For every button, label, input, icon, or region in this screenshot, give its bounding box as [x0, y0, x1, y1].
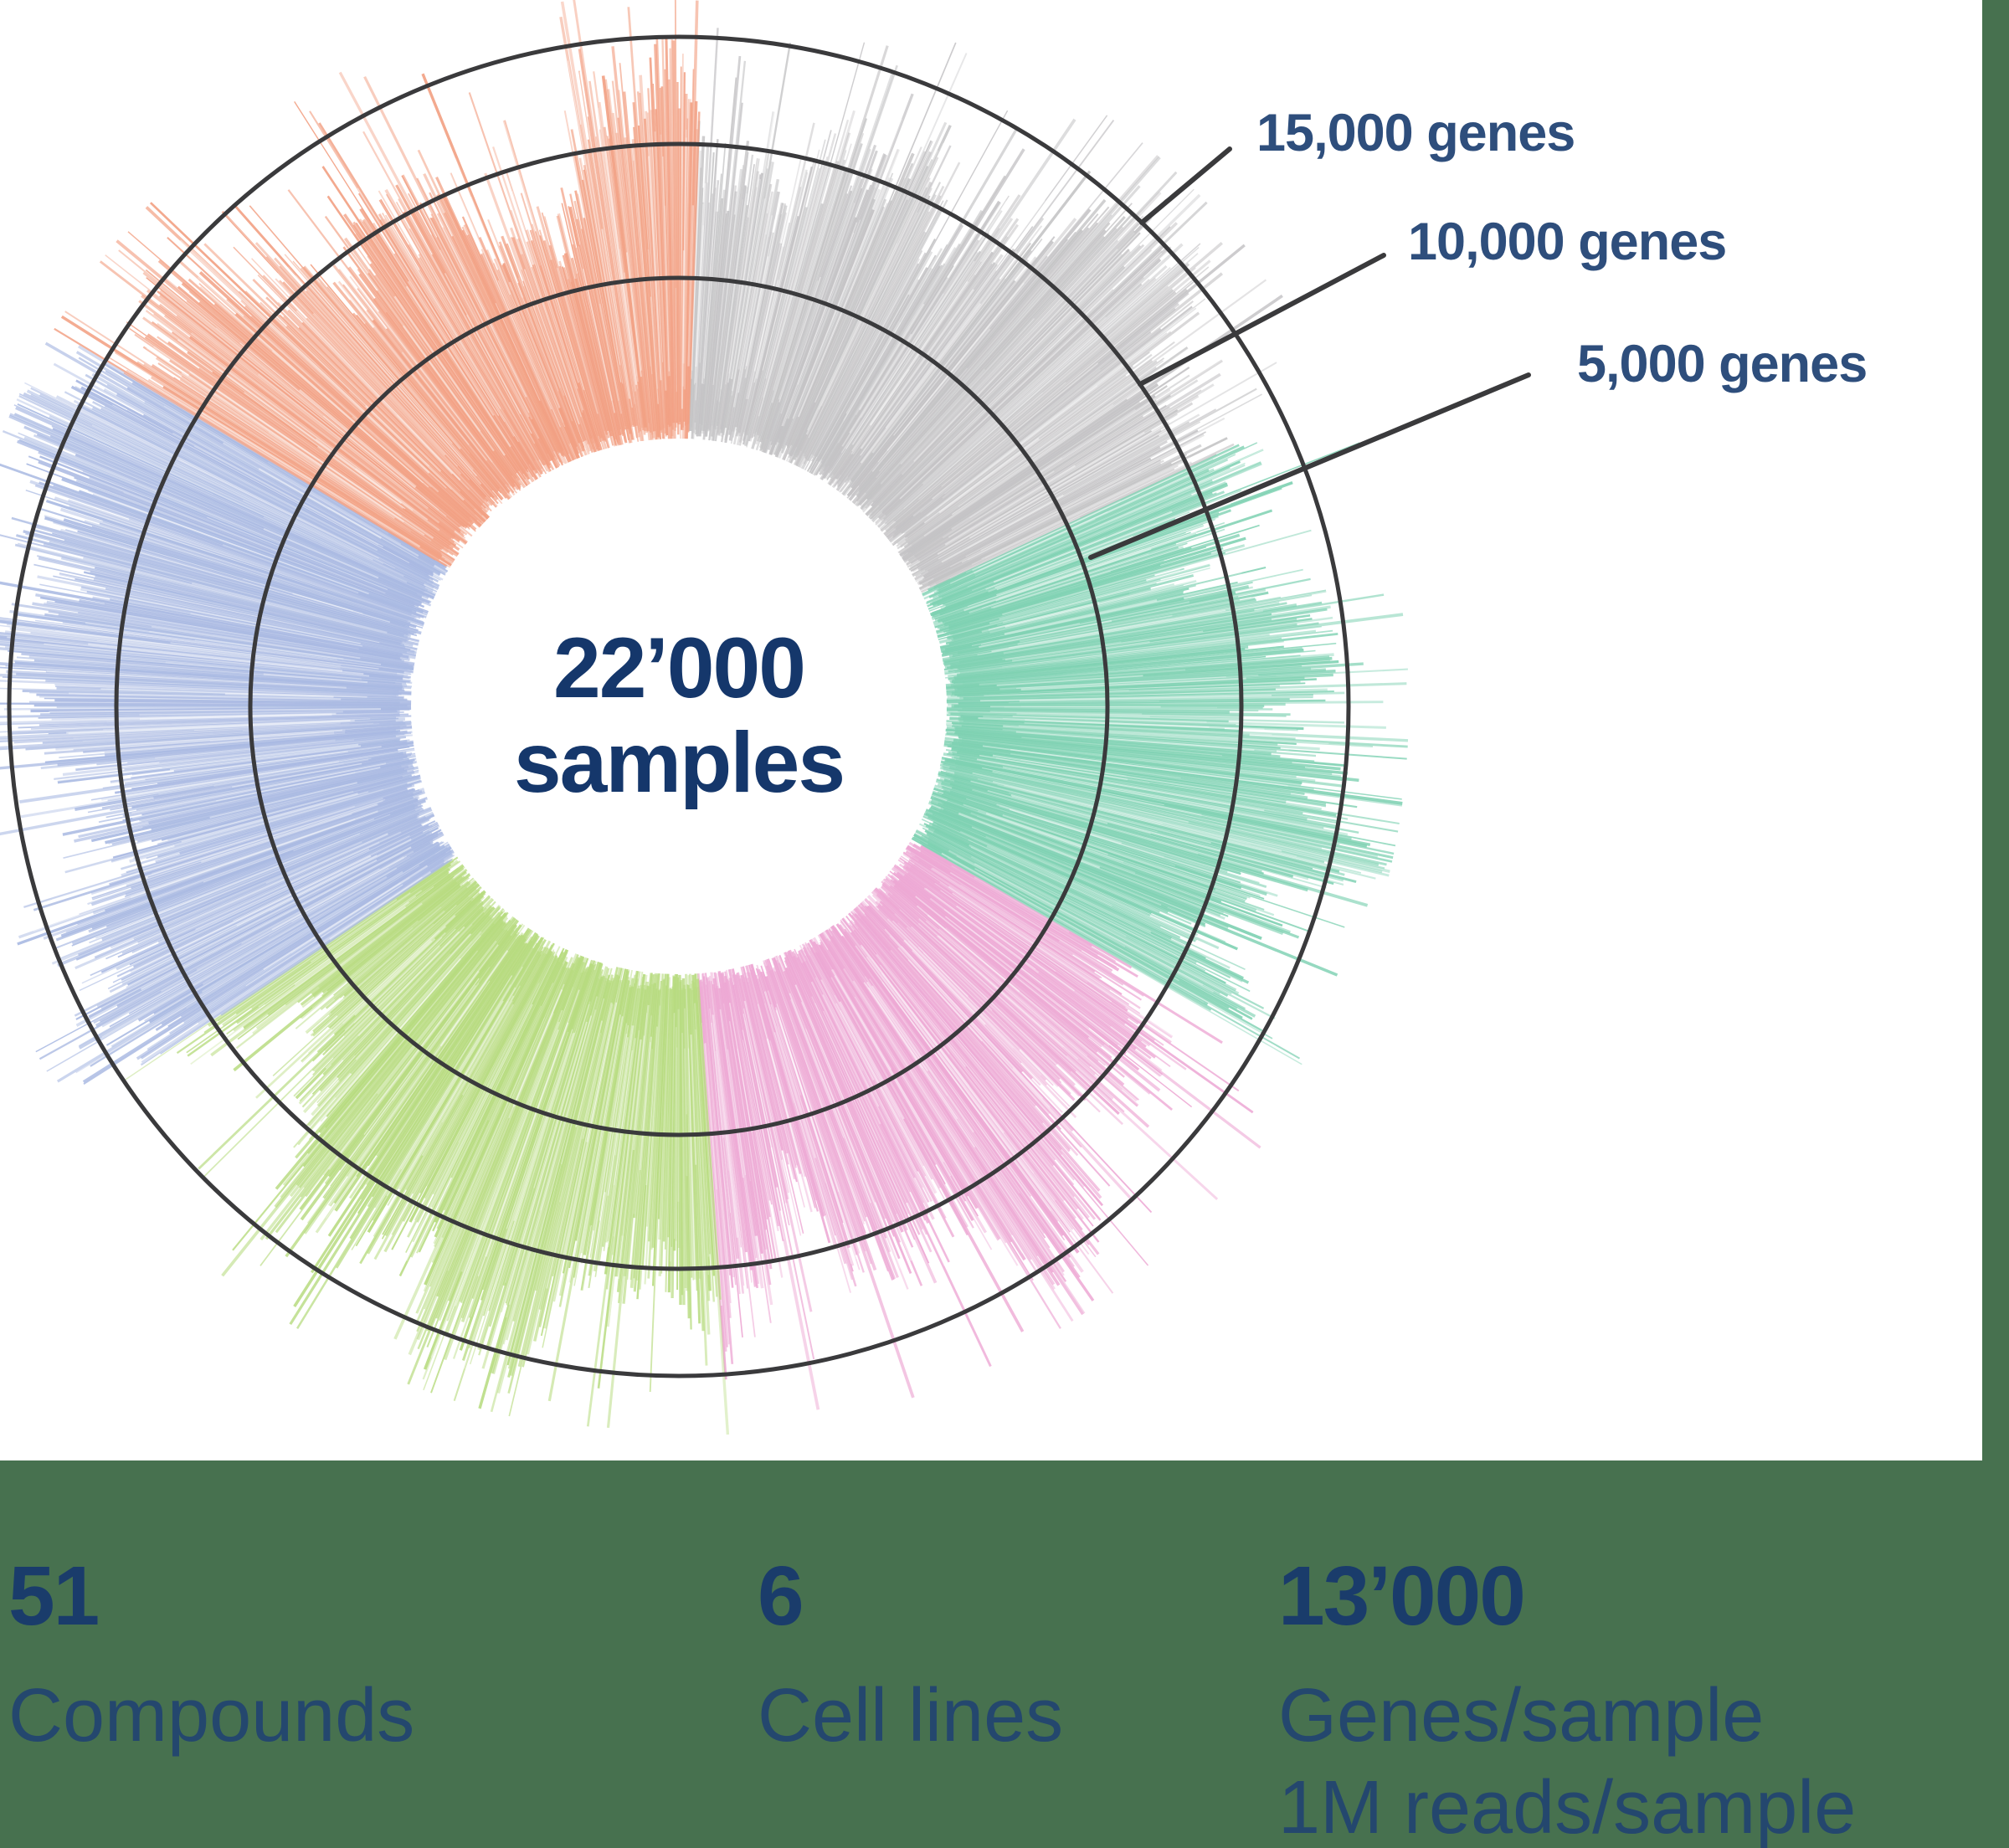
reference-ring-5000-genes: [248, 275, 1110, 1137]
center-total-value: 22’000: [553, 620, 806, 716]
ring-label-15000-genes: 15,000 genes: [1256, 104, 1575, 162]
stat-cell-lines-label: Cell lines: [758, 1674, 1064, 1758]
reference-rings-layer: [7, 34, 1351, 1378]
center-white-circle: [411, 439, 947, 974]
stat-cell-lines-value: 6: [758, 1549, 804, 1643]
ring-label-5000-genes: 5,000 genes: [1577, 335, 1868, 393]
ring-label-10000-genes: 10,000 genes: [1408, 213, 1727, 271]
reference-ring-10000-genes: [114, 141, 1244, 1271]
sample-bars-layer: [0, 0, 1409, 1435]
stat-compounds-value: 51: [8, 1549, 100, 1643]
stats-band: 51 Compounds 6 Cell lines 13’000 Genes/s…: [0, 1460, 2009, 1848]
stat-cell-lines: 6 Cell lines: [758, 1554, 1063, 1762]
stat-genes-per-sample-label: Genes/sample 1M reads/sample: [1278, 1674, 1857, 1848]
center-total-unit: samples: [513, 715, 845, 810]
center-total-label: 22’000 samples: [344, 621, 1014, 810]
annotation-leader-lines: [1088, 146, 1531, 560]
reference-ring-15000-genes: [7, 34, 1351, 1378]
stat-genes-per-sample-value: 13’000: [1278, 1549, 1526, 1643]
stat-compounds-label: Compounds: [8, 1674, 415, 1758]
stat-compounds: 51 Compounds: [8, 1554, 414, 1762]
stat-genes-per-sample: 13’000 Genes/sample 1M reads/sample: [1278, 1554, 1856, 1848]
